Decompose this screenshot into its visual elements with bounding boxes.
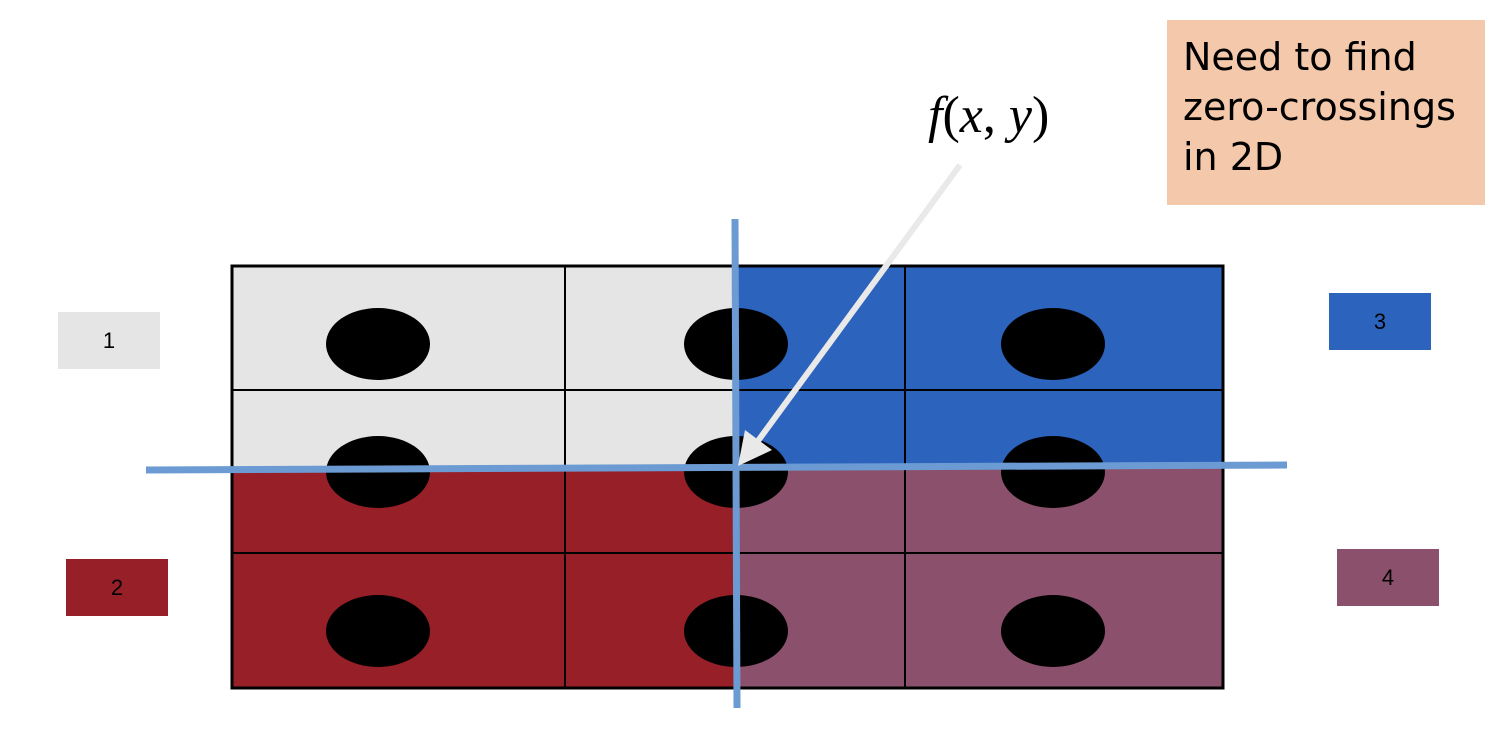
legend-item-2: 2 [66,559,168,616]
zero-crossing-line-vertical [731,218,741,709]
sample-point [1001,308,1105,380]
function-name: f [928,87,943,144]
region-top-left [232,266,737,468]
function-var-x: x [959,87,983,144]
pointer-arrow [738,163,963,466]
legend-item-1: 1 [58,312,160,369]
function-var-y: y [1008,87,1032,144]
legend-item-3: 3 [1329,293,1431,350]
region-top-right [737,266,1223,468]
function-label: f(x, y) [928,87,1050,144]
annotation-line: Need to find [1183,35,1417,79]
annotation-line: in 2D [1183,135,1284,179]
grid-border [230,264,1225,690]
region-bottom-right [737,468,1223,688]
annotation-line: zero-crossings [1183,85,1456,129]
sample-point [326,308,430,380]
grid-lines [232,266,1223,688]
zero-crossing-line-horizontal [145,461,1288,474]
sample-point [1001,595,1105,667]
sample-point [1001,436,1105,508]
region-bottom-left [232,468,737,688]
sample-point [326,595,430,667]
annotation-box: Need to find zero-crossings in 2D [1167,20,1485,205]
sample-points [326,308,1105,667]
legend-item-4: 4 [1337,549,1439,606]
